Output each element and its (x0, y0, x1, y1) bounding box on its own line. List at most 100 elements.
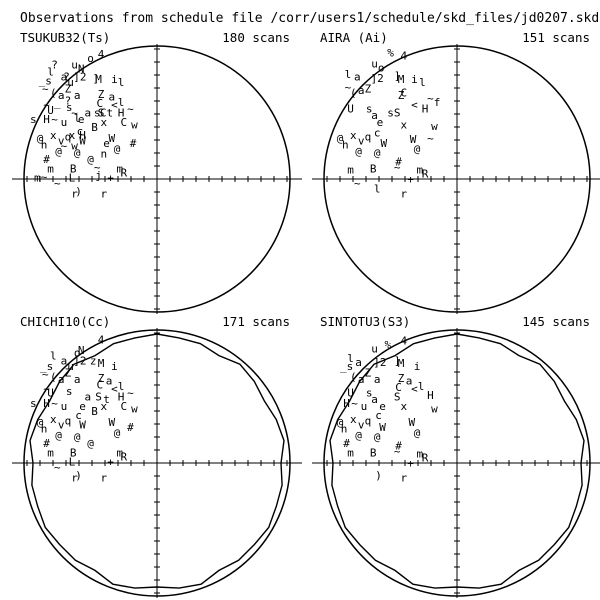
scan-symbol: a (358, 373, 365, 386)
scan-symbol: x (400, 400, 407, 413)
scan-symbol: s (94, 107, 101, 120)
scan-symbol: @ (74, 146, 81, 159)
scan-symbol: z (90, 355, 97, 368)
scan-symbol: w (131, 403, 138, 416)
scan-symbol: u (61, 116, 68, 129)
scan-symbol: u (71, 59, 78, 72)
scan-symbol: x (69, 129, 76, 142)
scan-symbol: ~ (61, 140, 68, 153)
scan-symbol: ]2 (73, 355, 86, 368)
scan-count-label: 171 scans (222, 314, 290, 329)
scan-symbol: a (61, 355, 68, 368)
scan-symbol: ~ (54, 177, 61, 190)
scan-symbol: H (427, 389, 434, 402)
scan-symbol: ) (375, 469, 382, 482)
scan-symbol: ]2 (73, 71, 86, 84)
scan-symbol: l (419, 76, 426, 89)
scan-symbol: M (98, 357, 105, 370)
scan-symbol: a (355, 356, 362, 369)
scan-symbol: Z (98, 88, 105, 101)
scan-symbol: ~ (43, 383, 50, 396)
scan-symbol: m (47, 162, 54, 175)
scan-symbol: l (50, 349, 57, 362)
scan-symbol: H (118, 107, 125, 120)
scan-symbol: ? (51, 59, 58, 72)
scan-symbol: r (100, 472, 107, 485)
scan-symbol: l (347, 352, 354, 365)
scan-symbol: @ (37, 416, 44, 429)
scan-symbol: @ (337, 132, 344, 145)
scan-symbol: ~ (345, 81, 352, 94)
scan-symbol: Ct (100, 107, 113, 120)
scan-symbol: a (84, 107, 91, 120)
scan-symbol: r (100, 188, 107, 201)
scan-symbol: R (120, 166, 127, 179)
scan-symbol: o (87, 52, 94, 65)
scan-symbol: ~ (51, 113, 58, 126)
horizon-mask-outline (329, 333, 585, 589)
scan-symbol: a (74, 89, 81, 102)
scan-symbol: W (379, 421, 386, 434)
scan-symbol: e (377, 116, 384, 129)
scan-symbol: ? (63, 71, 70, 84)
scan-symbol: c (75, 409, 82, 422)
station-label: CHICHI10(Cc) (20, 314, 111, 329)
scan-symbol: 4 (98, 333, 105, 346)
scan-symbol: ) (75, 185, 82, 198)
scan-symbol: c (374, 126, 381, 139)
scan-symbol: @ (114, 142, 121, 155)
scan-symbol: ~ (71, 107, 78, 120)
scan-symbol: < (411, 99, 418, 112)
scan-symbol: Z (365, 83, 372, 96)
scan-symbol: v (58, 418, 65, 431)
scan-symbol: ~ (351, 397, 358, 410)
scan-symbol: H (43, 113, 50, 126)
scan-symbol: @ (374, 430, 381, 443)
scan-symbol: v (58, 134, 65, 147)
scan-symbol: U (347, 103, 354, 116)
scan-symbol: C (120, 400, 127, 413)
scan-symbol: a (108, 91, 115, 104)
scan-symbol: f (434, 96, 441, 109)
scan-symbol: B (370, 162, 377, 175)
scan-symbol: @ (55, 429, 62, 442)
scan-symbol: M (398, 357, 405, 370)
scan-symbol: ( (350, 87, 357, 100)
scan-symbol: ~ (354, 177, 361, 190)
scan-symbol: q (365, 130, 372, 143)
scan-symbol: L (69, 456, 76, 469)
scan-symbol: a (58, 373, 65, 386)
scan-symbol: @ (37, 132, 44, 145)
scan-symbol: < (411, 383, 418, 396)
scan-symbol: l (418, 380, 425, 393)
station-label: SINTOTU3(S3) (320, 314, 411, 329)
scan-symbol: e (103, 137, 110, 150)
scan-symbol: 4 (400, 49, 407, 62)
scan-symbol: s (66, 385, 73, 398)
scan-symbol: u (371, 343, 378, 356)
scan-symbol: < (111, 99, 118, 112)
scan-symbol: B (91, 121, 98, 134)
scan-symbol: ( (50, 87, 57, 100)
scan-symbol: v (358, 134, 365, 147)
scan-symbol: U (347, 387, 354, 400)
scan-symbol: # (130, 137, 137, 150)
scan-symbol: u (67, 360, 74, 373)
scan-symbol: S (394, 107, 401, 120)
scan-symbol: x (100, 116, 107, 129)
scan-symbol: W (79, 134, 86, 147)
scan-symbol: B (70, 162, 77, 175)
scan-symbol: s (387, 107, 394, 120)
scan-symbol: l (118, 380, 125, 393)
scan-symbol: + (407, 173, 414, 186)
scan-symbol: w (431, 120, 438, 133)
scan-symbol: c (375, 409, 382, 422)
scan-symbol: Z (65, 83, 72, 96)
scan-symbol: m (47, 446, 54, 459)
scan-symbol: + (107, 172, 114, 185)
horizon-mask-outline (29, 333, 285, 589)
scan-symbol: @ (374, 146, 381, 159)
scan-symbol: # (43, 437, 50, 450)
scan-symbol: a (354, 71, 361, 84)
